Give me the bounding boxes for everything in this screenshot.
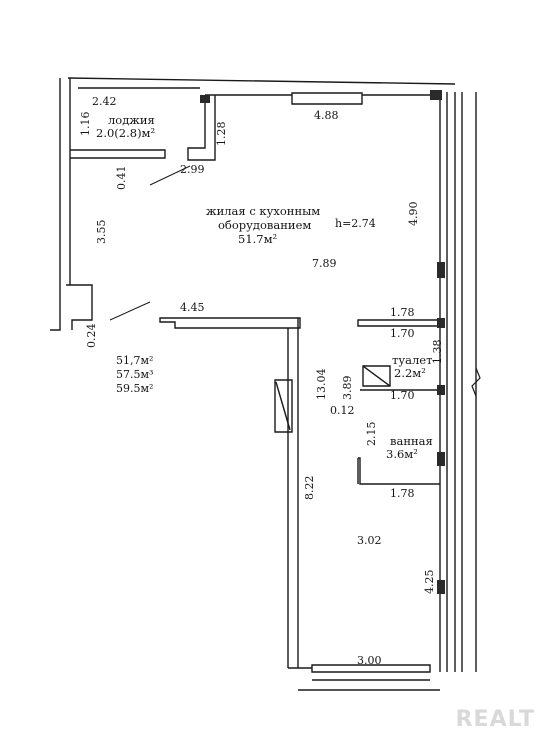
total-area-with-loggia: 59.5м²	[116, 382, 154, 395]
dim-8-22: 8.22	[303, 475, 316, 501]
dim-4-25: 4.25	[423, 569, 436, 595]
loggia-area: 2.0(2.8)м²	[96, 126, 156, 140]
dim-2-42: 2.42	[92, 95, 117, 108]
dim-4-90: 4.90	[407, 201, 420, 227]
living-name-line1: жилая с кухонным	[206, 204, 321, 218]
dim-1-38: 1.38	[431, 339, 444, 365]
top-outer-line	[67, 77, 456, 85]
dim-4-88: 4.88	[314, 109, 339, 122]
ceiling-height: h=2.74	[335, 217, 376, 230]
dim-3-55: 3.55	[95, 219, 108, 245]
door-box	[274, 379, 293, 433]
dim-0-12: 0.12	[330, 404, 355, 417]
dim-3-02: 3.02	[357, 534, 382, 547]
leader-line-2	[109, 301, 151, 321]
loggia-name: лоджия	[108, 113, 155, 127]
total-living-area: 51,7м²	[116, 354, 154, 367]
top-window	[291, 92, 363, 105]
living-area: 51.7м²	[238, 232, 278, 246]
dim-3-00: 3.00	[357, 654, 382, 667]
bath-name: ванная	[390, 434, 433, 448]
total-area: 57.5м³	[116, 368, 154, 381]
loggia-partition	[187, 95, 216, 161]
partition-bath-top	[358, 457, 440, 485]
partition-toilet-top	[357, 319, 441, 327]
left-outer-wall	[50, 78, 61, 331]
dim-1-78-bottom: 1.78	[390, 487, 415, 500]
dim-1-16: 1.16	[79, 111, 92, 137]
loggia-bottom-wall	[70, 149, 166, 159]
toilet-area: 2.2м²	[394, 366, 426, 380]
dim-0-24: 0.24	[85, 323, 98, 349]
left-wall-stub	[66, 284, 93, 330]
watermark-logo: REALT	[455, 707, 535, 732]
dim-1-28: 1.28	[215, 121, 228, 147]
dim-3-89: 3.89	[341, 375, 354, 401]
break-symbol	[471, 367, 481, 397]
dim-1-70-mid: 1.70	[390, 389, 415, 402]
dim-0-41: 0.41	[115, 165, 128, 191]
toilet-name: туалет	[392, 353, 433, 367]
bath-area: 3.6м²	[386, 447, 418, 461]
dim-4-45: 4.45	[180, 301, 205, 314]
dim-2-15: 2.15	[365, 421, 378, 447]
dim-1-78-top: 1.78	[390, 306, 415, 319]
dim-2-99: 2.99	[180, 163, 205, 176]
dim-1-70-top: 1.70	[390, 327, 415, 340]
corridor-wall-top	[159, 317, 301, 329]
dim-7-89: 7.89	[312, 257, 337, 270]
living-name-line2: оборудованием	[218, 218, 312, 232]
dim-13-04: 13.04	[315, 368, 328, 401]
leader-line-1	[149, 165, 191, 186]
bottom-window	[311, 664, 431, 673]
